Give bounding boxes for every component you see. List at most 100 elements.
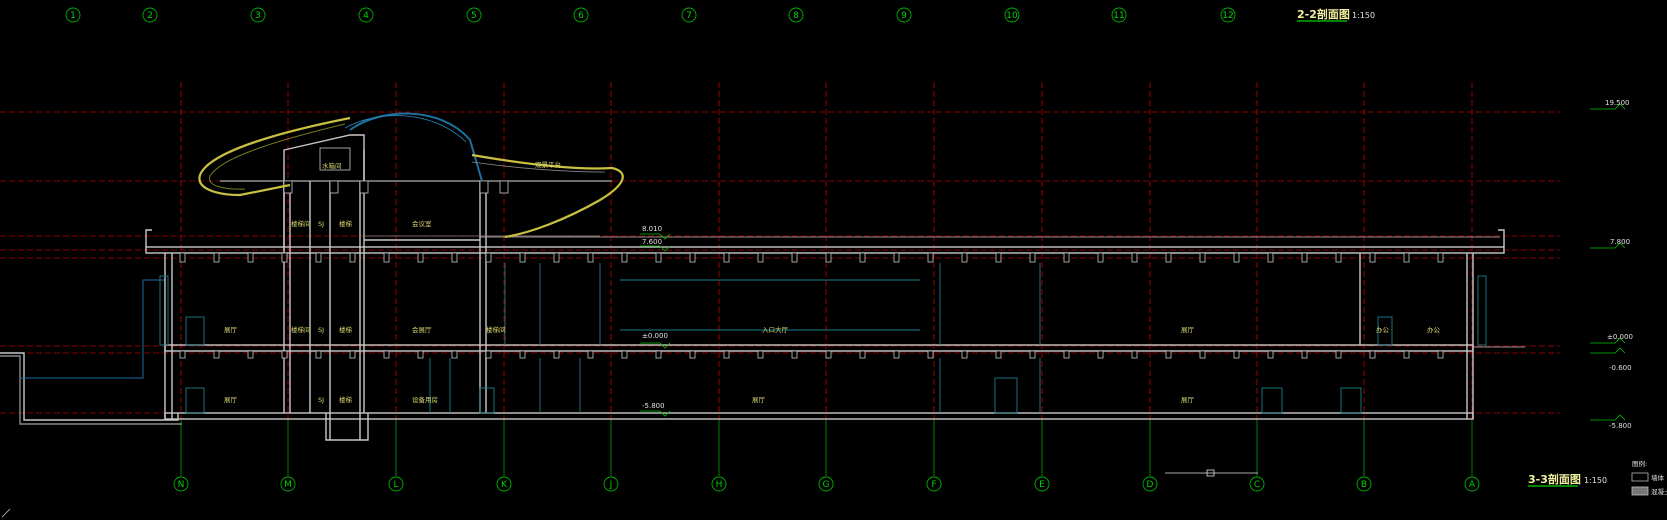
level-label: 19.500	[1605, 99, 1630, 107]
level-label: ±0.000	[1607, 333, 1633, 341]
grid-bubble-top: 9	[896, 7, 912, 23]
grid-label: B	[1361, 480, 1367, 490]
grid-label: 12	[1222, 11, 1233, 21]
grid-label: 4	[363, 11, 369, 21]
room-label: 观景平台	[535, 160, 561, 169]
room-label: 楼梯间	[291, 325, 311, 334]
inner-level-label: ±0.000	[642, 332, 668, 340]
grid-bubble-bottom: J	[603, 476, 619, 492]
room-label: 楼梯间	[291, 219, 311, 228]
beam-stubs	[179, 180, 1444, 359]
grid-label: K	[501, 480, 508, 490]
grid-label: F	[931, 480, 936, 490]
scale-bar	[1165, 469, 1258, 477]
grid-label: 9	[901, 11, 907, 21]
grid-label: 5	[471, 11, 477, 21]
grid-bubble-top: 7	[681, 7, 697, 23]
room-label: SJ	[318, 396, 324, 404]
grid-bubble-top: 12	[1220, 7, 1236, 23]
grid-bubble-bottom: H	[711, 476, 727, 492]
room-label: 水箱间	[322, 161, 342, 170]
grid-bubble-top: 3	[250, 7, 266, 23]
glazing	[159, 263, 1487, 414]
room-label: SJ	[318, 326, 324, 334]
level-label: 7.800	[1610, 238, 1630, 246]
grid-label: 7	[686, 11, 692, 21]
vertical-grid	[180, 82, 1473, 476]
room-label: 设备用房	[412, 395, 438, 404]
inner-level-label: 8.010	[642, 225, 662, 233]
grid-bubble-top: 5	[466, 7, 482, 23]
grid-bubble-top: 2	[142, 7, 158, 23]
title-3-3: 3-3剖面图	[1528, 472, 1581, 486]
roof-shell	[198, 112, 624, 239]
room-label: SJ	[318, 220, 324, 228]
scale-3-3: 1:150	[1584, 476, 1607, 485]
grid-bubble-bottom: K	[496, 476, 512, 492]
grid-bubble-bottom: M	[280, 476, 296, 492]
grid-label: C	[1254, 480, 1260, 490]
grid-bubble-bottom: E	[1034, 476, 1050, 492]
room-label: 楼梯间	[486, 325, 506, 334]
title-2-2: 2-2剖面图	[1297, 7, 1350, 21]
grid-label: 10	[1006, 11, 1018, 21]
inner-level-label: 7.600	[642, 238, 662, 246]
grid-label: 6	[578, 11, 584, 21]
grid-label: 1	[70, 11, 76, 21]
grid-bubble-bottom: C	[1249, 476, 1265, 492]
grid-label: 2	[147, 11, 153, 21]
text-layer: 2-2剖面图 1:150 3-3剖面图 1:150 19.500 7.800 ±…	[224, 7, 1667, 496]
grid-bubble-bottom: B	[1356, 476, 1372, 492]
grid-bubble-top: 4	[358, 7, 374, 23]
room-label: 楼梯	[339, 395, 353, 404]
level-lines	[0, 111, 1560, 414]
level-label: -0.600	[1609, 364, 1632, 372]
grid-bubble-top: 10	[1004, 7, 1020, 23]
grid-label: 3	[255, 11, 261, 21]
inner-level-label: -5.800	[642, 402, 665, 410]
grid-label: H	[716, 480, 723, 490]
scale-2-2: 1:150	[1352, 11, 1375, 20]
grid-label: 8	[793, 11, 799, 21]
room-label: 展厅	[224, 326, 238, 334]
room-label: 办公	[1427, 325, 1441, 334]
grid-label: 11	[1113, 11, 1124, 21]
inner-level-markers	[640, 233, 671, 417]
grid-label: L	[393, 480, 398, 490]
legend-title: 图例:	[1632, 459, 1647, 468]
room-label: 楼梯	[339, 219, 353, 228]
grid-bubble-bottom: D	[1142, 476, 1158, 492]
grid-label: A	[1469, 480, 1476, 490]
legend-item: 混凝土	[1651, 487, 1667, 496]
room-label: 会议室	[412, 219, 432, 228]
grid-label: N	[178, 480, 185, 490]
room-label: 楼梯	[339, 325, 353, 334]
room-label: 展厅	[224, 396, 238, 404]
room-label: 展厅	[1181, 326, 1195, 334]
grid-bubble-top: 6	[573, 7, 589, 23]
level-label: -5.800	[1609, 422, 1632, 430]
room-label: 会展厅	[412, 325, 432, 334]
right-level-markers	[1473, 103, 1626, 421]
ucs-icon	[1, 508, 11, 518]
room-label: 展厅	[752, 396, 766, 404]
grid-label: G	[823, 480, 830, 490]
grid-label: E	[1039, 480, 1045, 490]
legend	[1631, 472, 1649, 496]
grid-bubble-bottom: N	[173, 476, 189, 492]
grid-bubble-top: 8	[788, 7, 804, 23]
grid-bubble-top: 1	[65, 7, 81, 23]
room-label: 展厅	[1181, 396, 1195, 404]
building-section	[0, 134, 1505, 441]
grid-bubble-bottom: L	[388, 476, 404, 492]
grid-label: M	[284, 480, 292, 490]
legend-item: 墙体	[1651, 473, 1665, 482]
grid-bubble-top: 11	[1111, 7, 1127, 23]
grid-bubble-bottom: A	[1464, 476, 1480, 492]
grid-label: D	[1147, 480, 1154, 490]
room-label: 入口大厅	[762, 325, 789, 334]
grid-label: J	[609, 480, 613, 490]
grid-bubble-bottom: F	[926, 476, 942, 492]
